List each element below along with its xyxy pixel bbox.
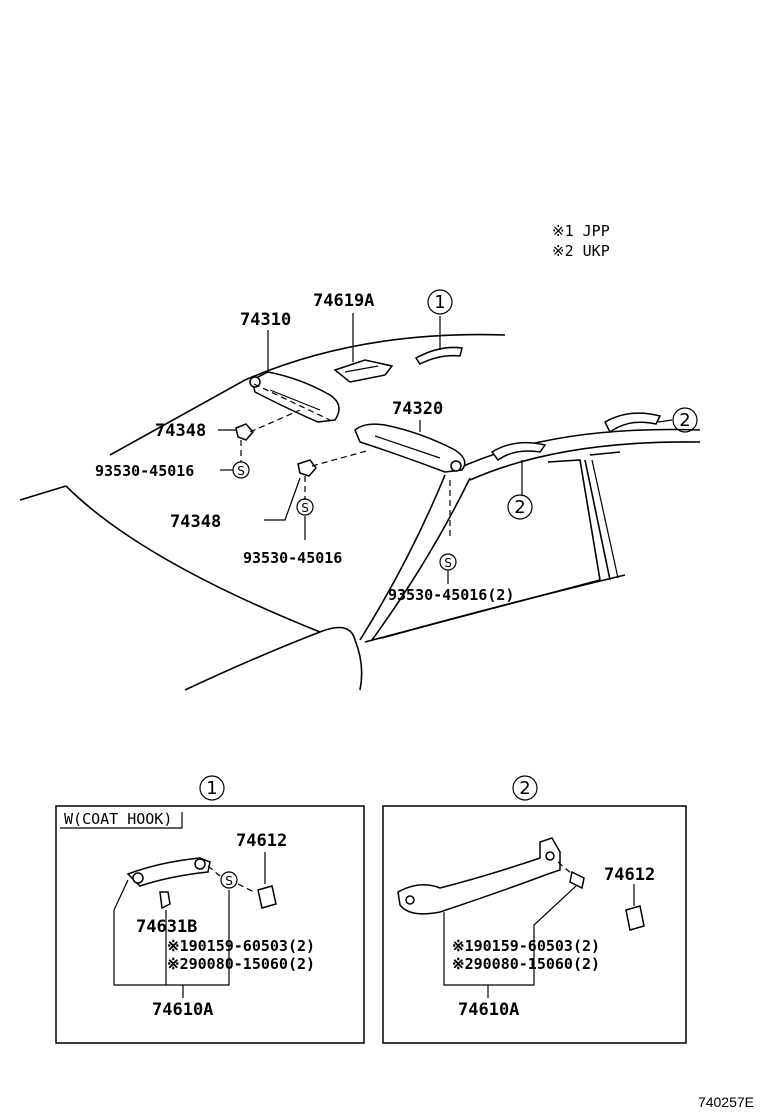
- callout-2-right: 2: [672, 407, 698, 433]
- drawing-code: 740257E: [698, 1094, 754, 1110]
- svg-text:1: 1: [206, 778, 217, 799]
- detail-2-ref: 2: [512, 775, 538, 801]
- coat-hook-grip: [126, 857, 211, 887]
- coat-hook: [159, 891, 171, 910]
- svg-text:S: S: [444, 556, 452, 570]
- d1-label-screw2: ※290080-15060(2): [167, 955, 315, 973]
- screw-marker-center: S: [296, 498, 314, 516]
- mirror-bracket: [333, 359, 394, 383]
- svg-text:2: 2: [519, 778, 530, 799]
- label-74320: 74320: [392, 399, 443, 419]
- label-74348-upper: 74348: [155, 421, 206, 441]
- screw-d2: [569, 870, 585, 890]
- d1-label-screw1: ※190159-60503(2): [167, 937, 315, 955]
- screw-marker-left: S: [232, 461, 250, 479]
- svg-text:2: 2: [679, 410, 690, 431]
- detail-2-frame: [382, 805, 687, 1044]
- detail-1-ref: 1: [199, 775, 225, 801]
- d2-label-74612: 74612: [604, 865, 655, 885]
- detail-1-frame: [55, 805, 365, 1044]
- clip-74612-d2: [625, 905, 645, 931]
- d1-label-74631b: 74631B: [136, 917, 197, 937]
- assist-grip-2b: [604, 412, 662, 434]
- detail-1-subtitle: W(COAT HOOK): [64, 810, 172, 828]
- visor-clip-lower: [297, 459, 317, 477]
- callout-2-center: 2: [507, 494, 533, 520]
- assist-grip-1: [414, 346, 463, 365]
- svg-text:S: S: [237, 464, 245, 478]
- label-93530-left: 93530-45016: [95, 462, 194, 480]
- sun-visor-left: [249, 371, 340, 423]
- label-74619a: 74619A: [313, 291, 374, 311]
- assist-grip-2a: [490, 441, 547, 462]
- assist-grip-d2: [397, 837, 561, 915]
- legend-jpp: ※1 JPP: [552, 222, 610, 240]
- vehicle-outline: [19, 333, 701, 691]
- d1-label-74610a: 74610A: [152, 1000, 213, 1020]
- d2-label-screw1: ※190159-60503(2): [452, 937, 600, 955]
- d2-label-screw2: ※290080-15060(2): [452, 955, 600, 973]
- d1-label-74612: 74612: [236, 831, 287, 851]
- svg-text:2: 2: [514, 497, 525, 518]
- callout-1-upper: 1: [427, 289, 453, 315]
- svg-text:1: 1: [434, 292, 445, 313]
- screw-marker-right: S: [439, 553, 457, 571]
- label-74310: 74310: [240, 310, 291, 330]
- svg-text:S: S: [301, 501, 309, 515]
- legend-ukp: ※2 UKP: [552, 242, 610, 260]
- visor-clip-upper: [235, 423, 254, 441]
- screw-marker-d1: S: [220, 871, 238, 889]
- sun-visor-right: [354, 423, 466, 473]
- svg-text:S: S: [225, 874, 233, 888]
- clip-74612-d1: [257, 885, 277, 909]
- label-74348-lower: 74348: [170, 512, 221, 532]
- d2-label-74610a: 74610A: [458, 1000, 519, 1020]
- label-93530-right: 93530-45016(2): [388, 586, 514, 604]
- label-93530-center: 93530-45016: [243, 549, 342, 567]
